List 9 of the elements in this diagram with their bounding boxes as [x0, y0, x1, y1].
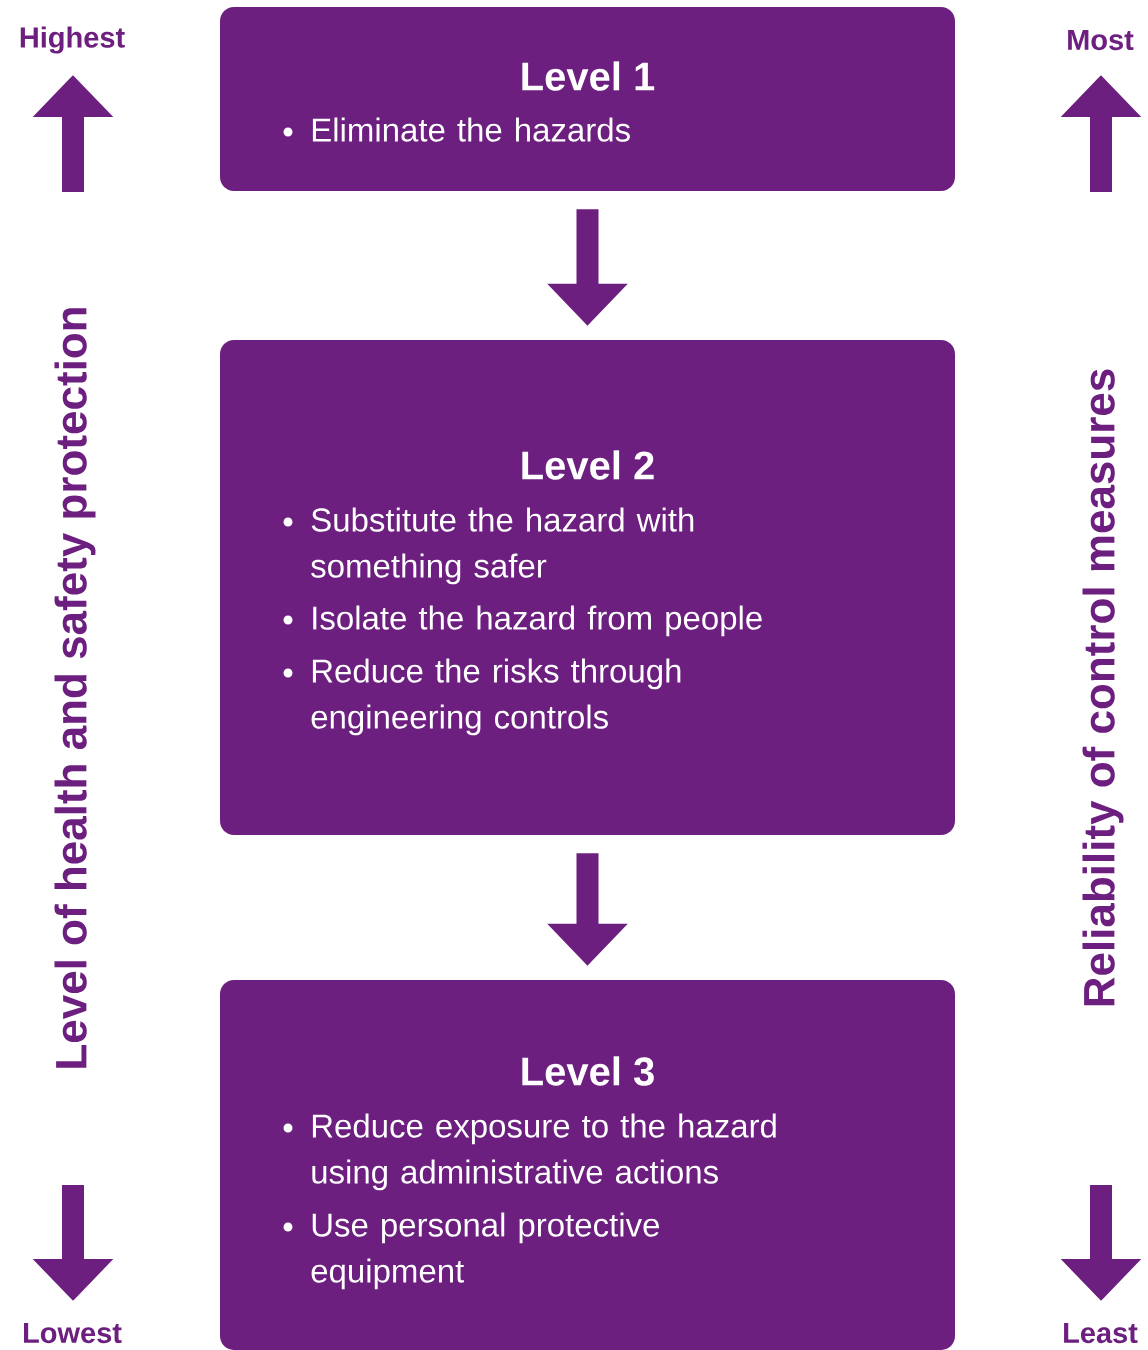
axis-label: Level of health and safety protection — [54, 308, 96, 1068]
level-box: Level 2 Substitute the hazard with something safer Isolate the hazard from people Reduce the risks through engineering controls — [220, 340, 955, 835]
axis-label: Reliability of control measures — [1082, 369, 1124, 1006]
end-label: Least — [1064, 1322, 1138, 1344]
end-label: Highest — [20, 26, 125, 54]
level-box: Level 3 Reduce exposure to the hazard using administrative actions Use personal protective equipment — [220, 980, 955, 1350]
end-label: Lowest — [24, 1322, 122, 1344]
level-box: Level 1 Eliminate the hazards — [220, 7, 955, 191]
end-label: Most — [1068, 29, 1134, 51]
